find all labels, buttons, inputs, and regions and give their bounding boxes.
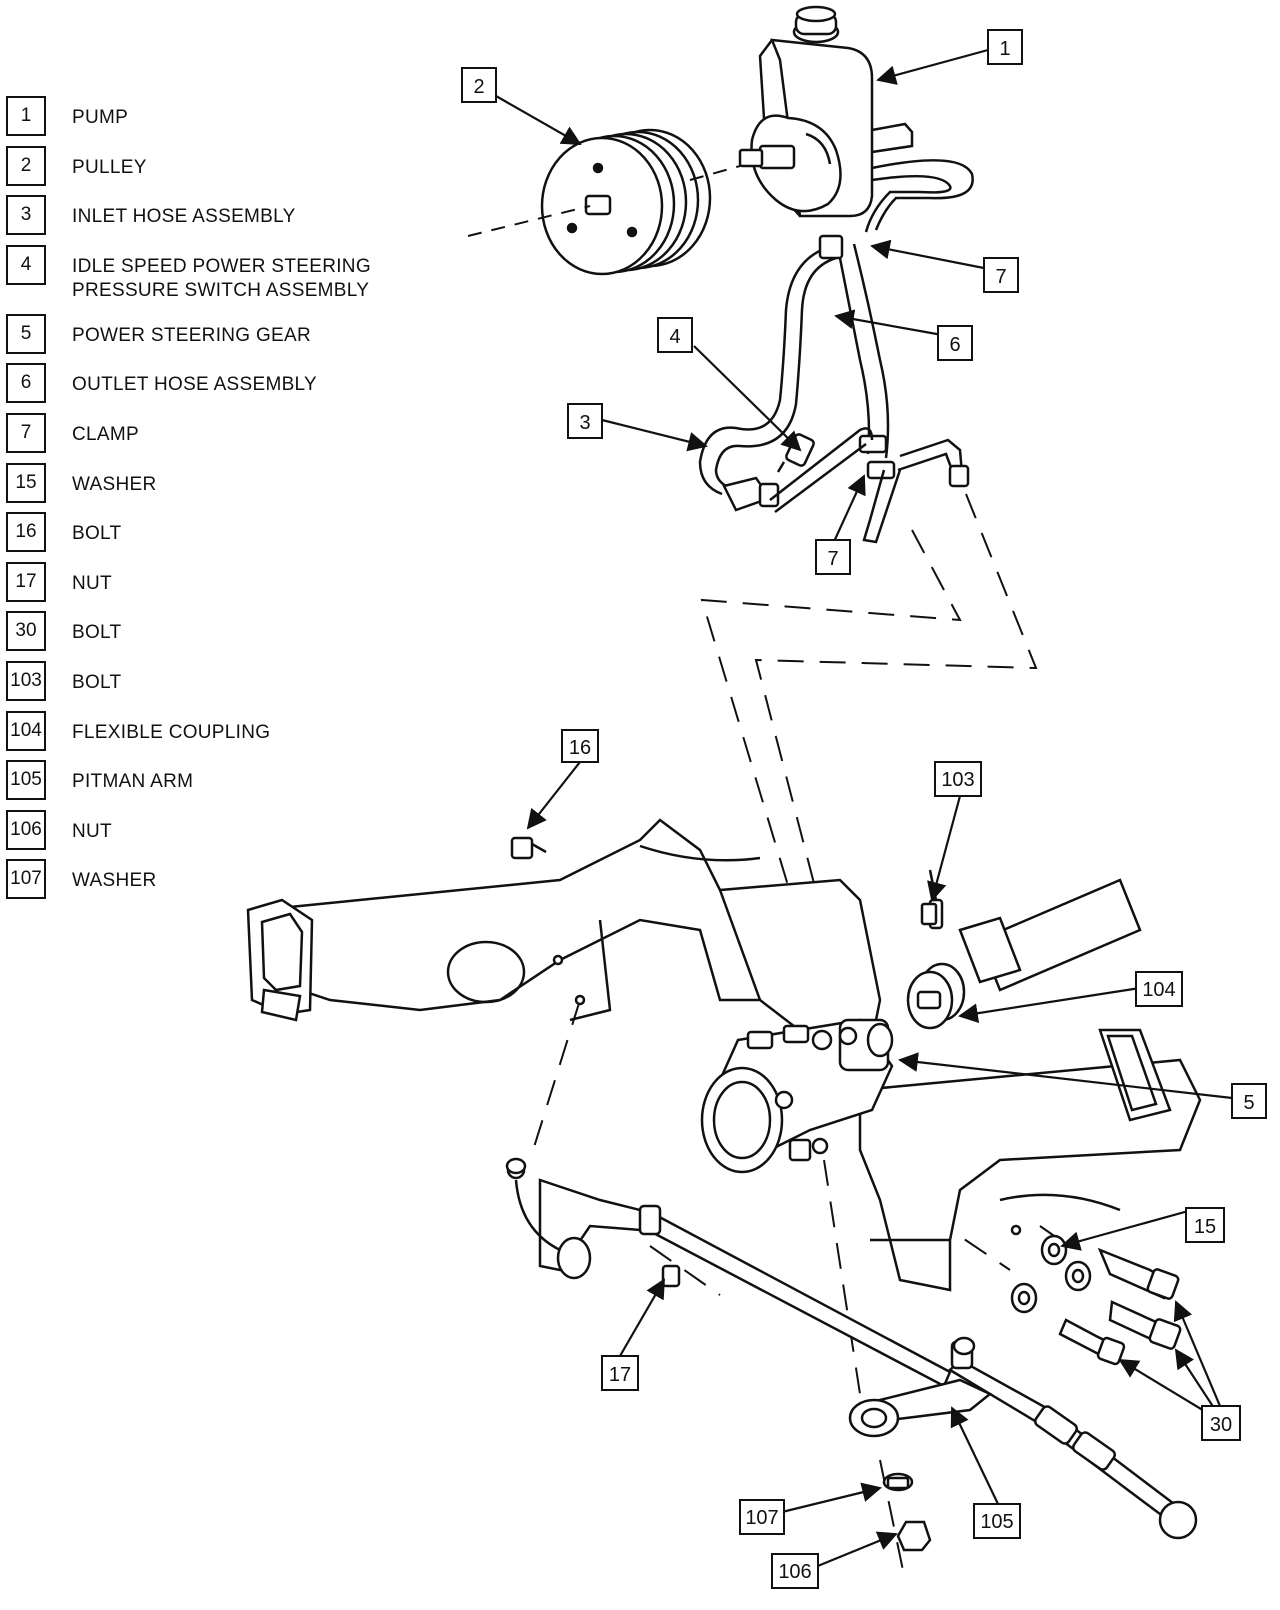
callout-4-label: 4 <box>669 326 680 348</box>
callout-104: 104 <box>1135 971 1183 1007</box>
callout-103: 103 <box>934 761 982 797</box>
callout-107-label: 107 <box>745 1507 778 1529</box>
legend-row: 3 INLET HOSE ASSEMBLY <box>6 195 406 245</box>
frame-rail-drawing <box>246 818 1202 1292</box>
legend-label: WASHER <box>72 870 157 892</box>
callout-106: 106 <box>771 1553 819 1589</box>
callout-107: 107 <box>739 1499 785 1535</box>
legend-label: BOLT <box>72 622 122 644</box>
legend-number: 17 <box>6 561 46 602</box>
callout-30: 30 <box>1201 1405 1241 1441</box>
steering-gear-drawing <box>700 1018 894 1174</box>
legend-row: 16 BOLT <box>6 512 406 562</box>
legend-row: 4 IDLE SPEED POWER STEERING PRESSURE SWIT… <box>6 244 406 314</box>
legend-number: 105 <box>6 760 46 801</box>
legend-label: PITMAN ARM <box>72 771 194 793</box>
legend-row: 107 WASHER <box>6 859 406 909</box>
legend-row: 103 BOLT <box>6 660 406 711</box>
legend-label: WASHER <box>72 473 157 495</box>
callout-2-label: 2 <box>473 76 484 98</box>
pump-axis-line <box>689 165 741 181</box>
steering-linkage-drawing <box>505 1157 1198 1552</box>
legend-label: OUTLET HOSE ASSEMBLY <box>72 374 317 396</box>
legend-row: 5 POWER STEERING GEAR <box>6 313 406 364</box>
callout-3-label: 3 <box>579 412 590 434</box>
legend-label: CLAMP <box>72 423 139 445</box>
legend-label: BOLT <box>72 523 122 545</box>
callout-30-label: 30 <box>1210 1414 1232 1436</box>
legend-row: 15 WASHER <box>6 462 406 513</box>
pump-drawing <box>738 5 974 233</box>
legend-row: 104 FLEXIBLE COUPLING <box>6 710 406 761</box>
callout-7-label: 7 <box>827 548 838 570</box>
callout-16: 16 <box>561 729 599 763</box>
callout-3: 3 <box>567 403 603 439</box>
callout-16-label: 16 <box>569 737 591 759</box>
callout-5-label: 5 <box>1243 1092 1254 1114</box>
legend-row: 6 OUTLET HOSE ASSEMBLY <box>6 363 406 413</box>
legend-number: 7 <box>6 412 46 453</box>
legend-row: 1 PUMP <box>6 96 406 146</box>
callout-17-label: 17 <box>609 1364 631 1386</box>
legend-number: 15 <box>6 462 46 503</box>
legend-label: NUT <box>72 572 112 594</box>
legend-label: FLEXIBLE COUPLING <box>72 721 271 743</box>
legend-number: 4 <box>6 244 46 285</box>
callout-7-upper: 7 <box>983 257 1019 293</box>
callout-104-label: 104 <box>1142 979 1175 1001</box>
legend-row: 105 PITMAN ARM <box>6 760 406 810</box>
callout-17: 17 <box>601 1355 639 1391</box>
callout-6: 6 <box>937 325 973 361</box>
callout-15-label: 15 <box>1194 1216 1216 1238</box>
legend-label: IDLE SPEED POWER STEERING PRESSURE SWITC… <box>72 255 371 301</box>
legend-number: 30 <box>6 611 46 652</box>
pulley-drawing <box>540 128 712 276</box>
callout-7-lower: 7 <box>815 539 851 575</box>
legend-number: 104 <box>6 710 46 751</box>
callout-6-label: 6 <box>949 334 960 356</box>
callout-5: 5 <box>1231 1083 1267 1119</box>
legend-number: 5 <box>6 313 46 354</box>
legend-label: PULLEY <box>72 156 147 178</box>
legend-label: BOLT <box>72 671 122 693</box>
legend-number: 2 <box>6 145 46 186</box>
legend-label: NUT <box>72 820 112 842</box>
callout-106-label: 106 <box>778 1561 811 1583</box>
callout-2: 2 <box>461 67 497 103</box>
callout-105: 105 <box>973 1503 1021 1539</box>
parts-legend: 1 PUMP 2 PULLEY 3 INLET HOSE ASSEMBLY 4 IDLE… <box>6 96 406 909</box>
legend-number: 103 <box>6 660 46 701</box>
legend-label: INLET HOSE ASSEMBLY <box>72 206 296 228</box>
callout-leader-lines <box>495 48 1233 1572</box>
callout-105-label: 105 <box>980 1511 1013 1533</box>
legend-number: 107 <box>6 859 46 900</box>
callout-7-label: 7 <box>995 266 1006 288</box>
legend-number: 3 <box>6 195 46 236</box>
legend-label: PUMP <box>72 107 129 128</box>
legend-row: 2 PULLEY <box>6 145 406 196</box>
legend-number: 16 <box>6 512 46 553</box>
callout-15: 15 <box>1185 1207 1225 1243</box>
callout-1: 1 <box>987 29 1023 65</box>
hose-assemblies <box>698 234 970 544</box>
legend-label: POWER STEERING GEAR <box>72 324 312 346</box>
pulley-axis-line <box>467 205 591 237</box>
callout-1-label: 1 <box>999 38 1010 60</box>
legend-row: 7 CLAMP <box>6 412 406 463</box>
legend-number: 106 <box>6 809 46 850</box>
legend-row: 106 NUT <box>6 809 406 860</box>
legend-row: 30 BOLT <box>6 611 406 661</box>
callout-4: 4 <box>657 317 693 353</box>
callout-103-label: 103 <box>941 769 974 791</box>
fasteners-drawing <box>510 836 1182 1366</box>
steering-shaft-drawing <box>906 869 1142 1030</box>
legend-number: 6 <box>6 363 46 404</box>
legend-number: 1 <box>6 96 46 136</box>
legend-row: 17 NUT <box>6 561 406 612</box>
